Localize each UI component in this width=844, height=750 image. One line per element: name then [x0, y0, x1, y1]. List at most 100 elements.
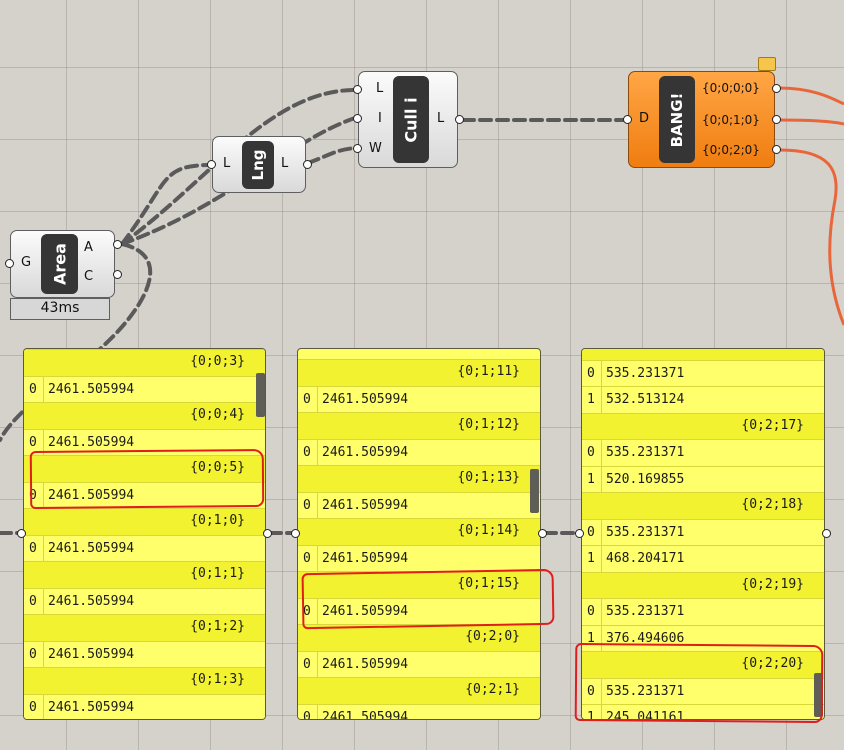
panel-value-index: 0 — [303, 497, 311, 513]
cull-nickname-box: Cull i — [393, 76, 429, 163]
panel-value-number: 535.231371 — [606, 683, 685, 699]
panel-2-input-grip[interactable] — [291, 529, 300, 538]
panel-index-divider — [601, 360, 602, 386]
panel-branch-path: {0;1;0} — [24, 508, 265, 535]
bang-output-2-label: {0;0;2;0} — [702, 143, 760, 157]
wire-bang-out-1 — [779, 118, 844, 126]
cull-input-l-grip[interactable] — [353, 85, 362, 94]
panel-value-index: 0 — [29, 381, 37, 397]
bang-input-grip[interactable] — [623, 115, 632, 124]
annotation-highlight-panel3 — [574, 642, 824, 724]
panel-index-divider — [601, 466, 602, 492]
panel-value-number: 376.494606 — [606, 630, 685, 646]
panel-value-index: 0 — [303, 550, 311, 566]
panel-branch-path: {0;1;15} — [298, 571, 540, 598]
wire-bang-out-0 — [779, 86, 844, 106]
bang-nickname: BANG! — [668, 92, 686, 147]
panel-value-row: 0 2461.505994 — [24, 375, 265, 402]
panel-branch-path: {0;0;3} — [24, 349, 265, 376]
panel-value-index: 0 — [587, 524, 595, 540]
panel-branch-path: {0;2;0} — [298, 624, 540, 651]
panel-branch-path — [582, 349, 824, 360]
wire-area-to-cull-i — [120, 116, 357, 246]
panel-value-index: 1 — [587, 551, 595, 566]
panel-index-divider — [43, 376, 44, 402]
panel-index-divider — [317, 651, 318, 677]
panel-value-index: 0 — [303, 391, 311, 407]
bang-output-0-grip[interactable] — [772, 84, 781, 93]
area-input-g-grip[interactable] — [5, 259, 14, 268]
bang-output-0-label: {0;0;0;0} — [702, 81, 760, 95]
panel-index-divider — [43, 429, 44, 455]
annotation-highlight-panel2 — [301, 568, 555, 630]
panel-value-index: 0 — [29, 646, 37, 662]
panel-index-divider — [317, 439, 318, 465]
area-input-g-label: G — [21, 255, 32, 270]
panel-value-number: 535.231371 — [606, 365, 685, 381]
panel-2-scrollbar[interactable] — [530, 469, 539, 513]
panel-value-index: 0 — [29, 434, 37, 450]
bang-message-icon[interactable] — [758, 57, 776, 71]
cull-output-grip[interactable] — [455, 115, 464, 124]
panel-value-number: 2461.505994 — [322, 709, 409, 720]
wire-bang-out-2 — [779, 148, 844, 326]
cull-input-l-label: L — [376, 81, 384, 96]
panel-1-scrollbar[interactable] — [256, 373, 265, 417]
panel-index-divider — [601, 387, 602, 413]
wire-length-to-cull-w — [306, 146, 357, 165]
panel-value-row: 0 2461.505994 — [298, 703, 540, 720]
cull-input-w-grip[interactable] — [353, 144, 362, 153]
panel-3-scrollbar[interactable] — [814, 673, 823, 717]
panel-value-number: 2461.505994 — [48, 381, 135, 397]
panel-index-divider — [317, 704, 318, 719]
area-component[interactable]: G Area A C — [10, 230, 115, 298]
panel-value-index: 0 — [29, 699, 37, 715]
length-output-grip[interactable] — [303, 160, 312, 169]
panel-value-row: 1 468.204171 — [582, 545, 824, 572]
length-component[interactable]: L Lng L — [212, 136, 306, 193]
panel-value-row: 0 2461.505994 — [298, 491, 540, 518]
panel-3-output-grip[interactable] — [822, 529, 831, 538]
area-nickname-box: Area — [41, 234, 78, 294]
bang-output-1-grip[interactable] — [772, 115, 781, 124]
bang-input-d-label: D — [639, 111, 650, 126]
area-output-c-grip[interactable] — [113, 270, 122, 279]
bang-output-2-grip[interactable] — [772, 145, 781, 154]
cull-input-w-label: W — [369, 141, 382, 156]
area-output-c-label: C — [84, 269, 94, 284]
length-input-grip[interactable] — [207, 160, 216, 169]
area-timing-label: 43ms — [10, 298, 110, 320]
panel-branch-path: {0;0;5} — [24, 455, 265, 482]
length-output-label: L — [281, 156, 289, 171]
panel-branch-path: {0;2;17} — [582, 412, 824, 439]
cull-index-component[interactable]: L I W Cull i L — [358, 71, 458, 168]
area-output-a-grip[interactable] — [113, 240, 122, 249]
panel-1-output-grip[interactable] — [263, 529, 272, 538]
panel-index-divider — [601, 440, 602, 466]
panel-branch-path: {0;1;1} — [24, 561, 265, 588]
panel-index-divider — [43, 641, 44, 667]
panel-value-number: 2461.505994 — [322, 497, 409, 513]
panel-2-output-grip[interactable] — [538, 529, 547, 538]
panel-value-number: 2461.505994 — [322, 444, 409, 460]
panel-value-index: 0 — [303, 709, 311, 720]
panel-value-number: 535.231371 — [606, 604, 685, 619]
panel-3-input-grip[interactable] — [575, 529, 584, 538]
panel-branch-path: {0;1;14} — [298, 518, 540, 545]
cull-input-i-grip[interactable] — [353, 114, 362, 123]
panel-value-number: 2461.505994 — [48, 434, 135, 450]
panel-1-input-grip[interactable] — [17, 529, 26, 538]
bang-component[interactable]: D BANG! {0;0;0;0} {0;0;1;0} {0;0;2;0} — [628, 71, 775, 168]
panel-value-number: 468.204171 — [606, 551, 685, 566]
